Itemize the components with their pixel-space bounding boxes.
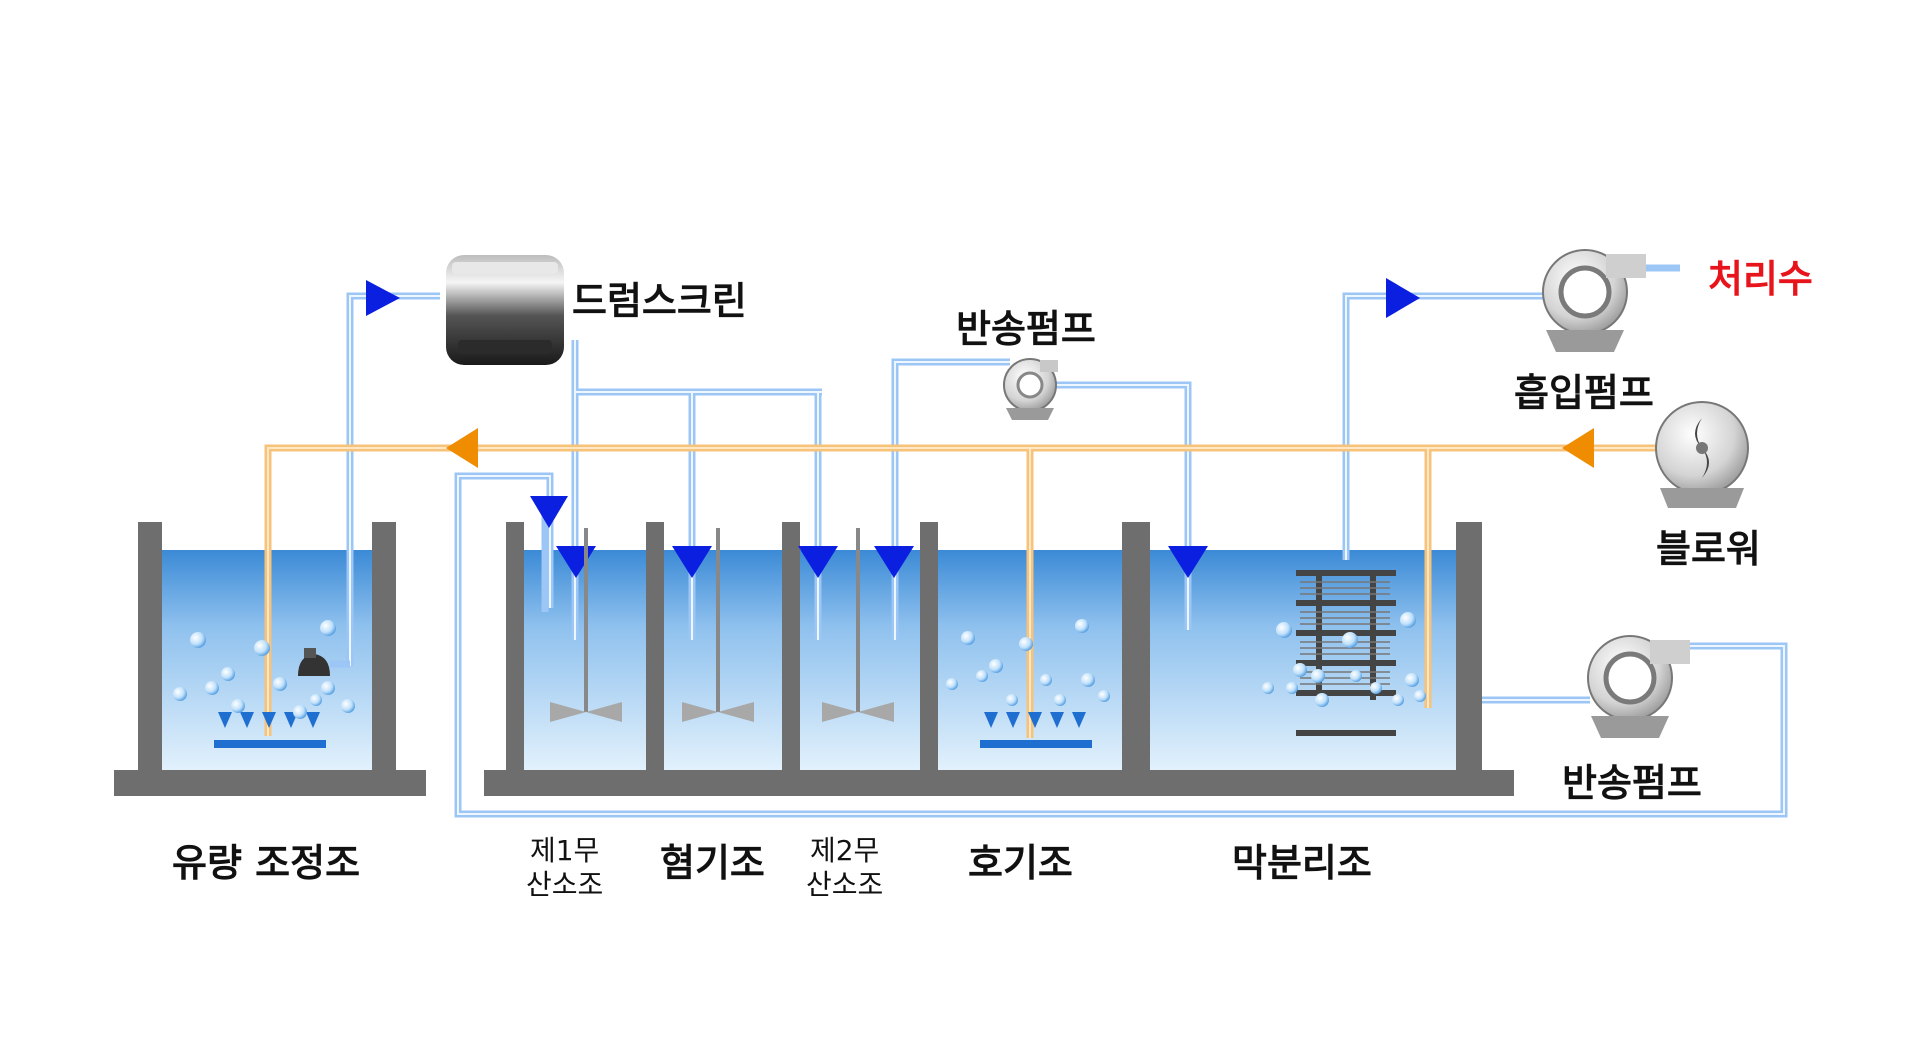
air-bubbles (173, 612, 1426, 719)
submersible-pump-icon (298, 648, 350, 676)
mixer-blade (550, 702, 586, 722)
blower-icon (1655, 401, 1749, 508)
return-pump-right-label: 반송펌프 (1562, 761, 1702, 805)
anoxic2-label: 제2무 산소조 (806, 834, 883, 902)
mixer-blade (822, 702, 858, 722)
return-pump-top-label: 반송펌프 (956, 307, 1096, 351)
anaerobic-label: 혐기조 (660, 841, 765, 885)
flow-equalization-label: 유량 조정조 (172, 841, 361, 885)
mixer-blade (682, 702, 718, 722)
membrane-label: 막분리조 (1232, 841, 1372, 885)
pump-icon (1003, 358, 1058, 420)
air-arrow-icon (446, 428, 1594, 468)
anoxic2-label-line2: 산소조 (806, 868, 884, 901)
flow-arrow-icon (366, 278, 1420, 578)
aerobic-label: 호기조 (968, 841, 1073, 885)
pump-icon (1542, 249, 1646, 352)
drum-screen-icon (446, 255, 564, 365)
pump-icon (1587, 635, 1690, 738)
diffuser-icon (214, 712, 326, 748)
anoxic1-label: 제1무 산소조 (526, 834, 603, 902)
treated-water-label: 처리수 (1708, 257, 1813, 301)
suction-pump-label: 흡입펌프 (1514, 371, 1654, 415)
mixer-blade (718, 702, 754, 722)
bioreactor-train (484, 522, 1514, 796)
blower-label: 블로워 (1656, 527, 1761, 571)
mixer-blade (586, 702, 622, 722)
diffuser-icon (980, 712, 1092, 748)
mixer-icon (584, 528, 860, 712)
anoxic2-label-line1: 제2무 (809, 834, 880, 867)
anoxic1-label-line2: 산소조 (526, 868, 604, 901)
drum-screen-label: 드럼스크린 (572, 279, 747, 323)
mixer-blade (858, 702, 894, 722)
anoxic1-label-line1: 제1무 (529, 834, 600, 867)
